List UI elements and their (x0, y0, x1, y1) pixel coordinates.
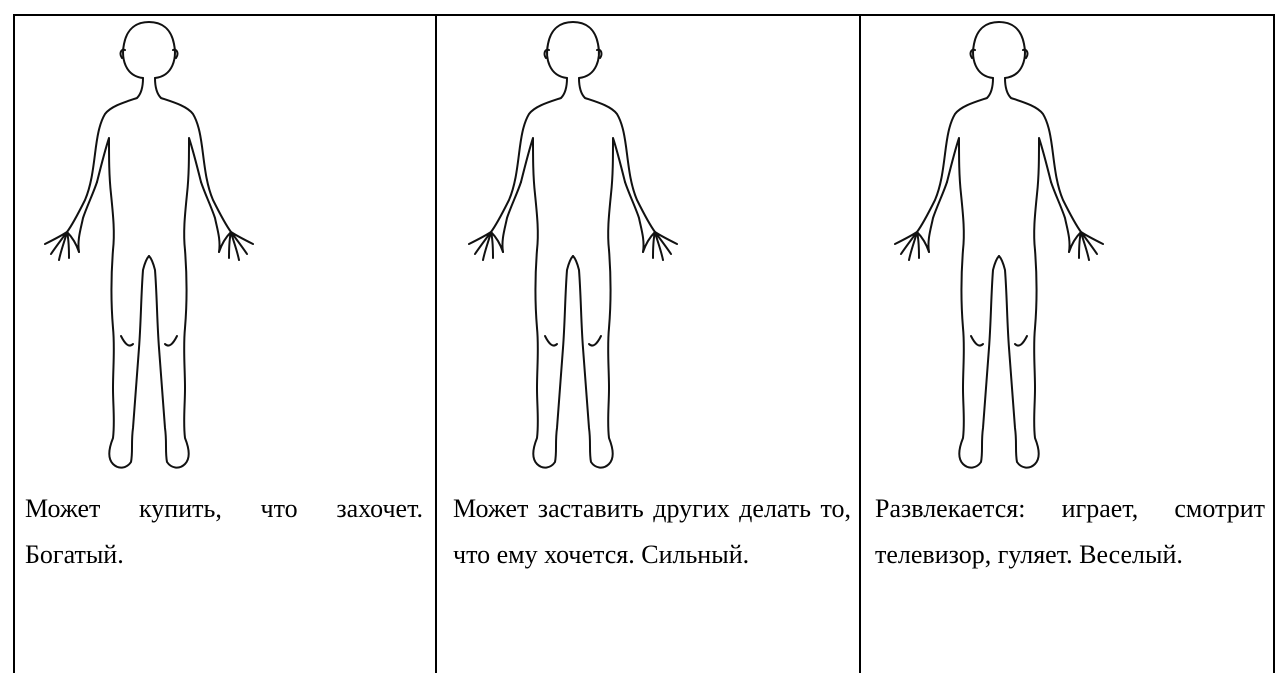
table-cell-3: Развлекается: играет, смотрит телевизор,… (861, 16, 1273, 673)
cell-caption: Может купить, что захочет. Богатый. (25, 486, 423, 578)
table-cell-2: Может заставить других делать то, что ем… (437, 16, 859, 673)
human-body-outline-icon (871, 18, 1127, 476)
table-cell-1: Может купить, что захочет. Богатый. (15, 16, 435, 673)
cell-caption: Развлекается: играет, смотрит телевизор,… (875, 486, 1265, 578)
human-body-outline-icon (445, 18, 701, 476)
human-body-outline-icon (21, 18, 277, 476)
cell-caption: Может заставить других делать то, что ем… (453, 486, 851, 578)
